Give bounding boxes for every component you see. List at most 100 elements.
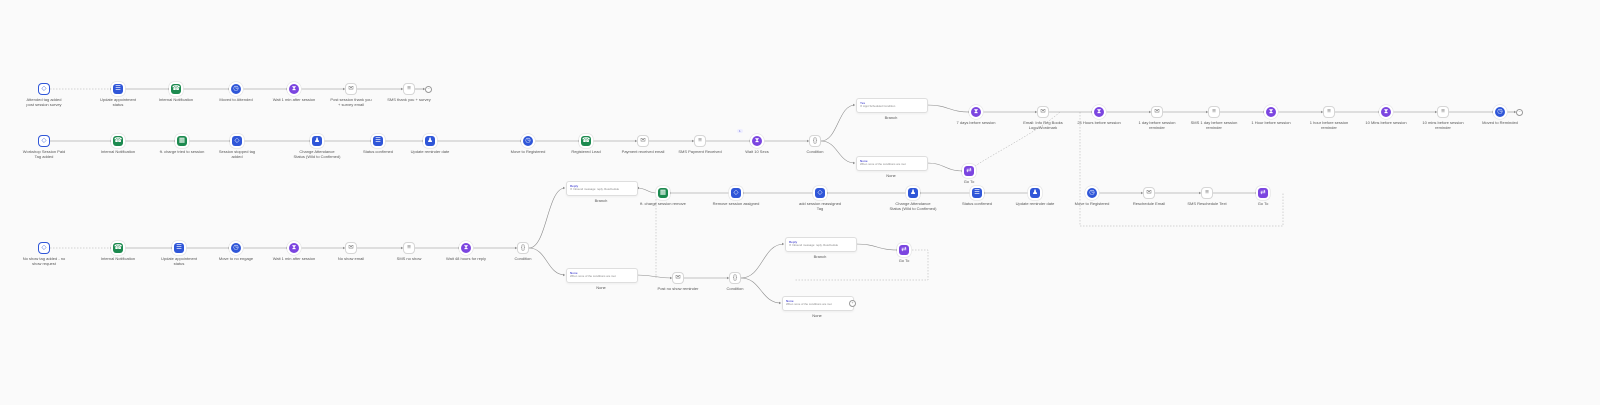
workflow-node[interactable]: ♟Update reminder date [985, 188, 1085, 207]
node-label: Reschedule Email [1132, 201, 1166, 206]
workflow-node[interactable]: ◷Moved to Reminded [1450, 107, 1550, 126]
node-label-line2: status [112, 101, 124, 107]
workflow-node[interactable]: ✉Payment received email [593, 136, 693, 155]
node-label: 10 Mins before session [1365, 120, 1407, 125]
workflow-node[interactable]: ≡SMS Reschedule Text [1157, 188, 1257, 207]
workflow-node[interactable]: ⧗10 Mins before session [1336, 107, 1436, 126]
tag-icon: ◇ [232, 136, 242, 146]
users-icon: ♟ [312, 136, 322, 146]
workflow-node[interactable]: ☰Status confirmed [328, 136, 428, 155]
node-label: Workshop Session Paid [22, 149, 66, 154]
workflow-node[interactable]: ◷Move to Registered [478, 136, 578, 155]
mail-icon: ✉ [346, 84, 356, 94]
node-label: Move to Registered [1074, 201, 1110, 206]
workflow-node[interactable]: ◷Move to Registered [1042, 188, 1142, 207]
workflow-node[interactable]: ⧗1 Hour before session [1221, 107, 1321, 126]
workflow-node[interactable]: ◷Moved to Attended [186, 84, 286, 103]
node-label: Status confirmed [362, 149, 393, 154]
form-icon: ☰ [174, 243, 184, 253]
workflow-node[interactable]: ▦ft. charge tried to session [132, 136, 232, 155]
workflow-node[interactable]: ✉Post no show reminder [628, 273, 728, 292]
goto-icon: ⇄ [1258, 188, 1268, 198]
workflow-node[interactable]: ⧗Wait 48 hours for reply [416, 243, 516, 262]
workflow-node[interactable]: ☰Status confirmed [927, 188, 1027, 207]
workflow-node[interactable]: ▦ft. charge session remove [613, 188, 713, 207]
node-label: Go To [963, 179, 975, 184]
node-label: 1 day before session [1138, 120, 1176, 125]
workflow-node[interactable]: ☎Internal Notification [68, 243, 168, 262]
node-label-line2: reminder [1149, 124, 1165, 130]
workflow-node[interactable]: ✉No show email [301, 243, 401, 262]
timer-icon: ⧗ [1094, 107, 1104, 117]
connection-line [528, 187, 566, 249]
branch-tag: Reply [789, 239, 798, 244]
workflow-node[interactable]: {}Condition [473, 243, 573, 262]
phone-icon: ☎ [171, 84, 181, 94]
workflow-node[interactable]: ⇄Go To [919, 166, 1019, 185]
node-label-line2: added [231, 153, 243, 159]
workflow-node[interactable]: {}Condition [685, 273, 785, 292]
workflow-node[interactable]: ≡SMS Payment Received [650, 136, 750, 155]
workflow-node[interactable]: ≡SMS no show [359, 243, 459, 262]
connection-arrow [563, 186, 565, 190]
node-label: Wait 1 min after session [272, 256, 316, 261]
workflow-node[interactable]: ⇄Go To [854, 245, 954, 264]
workflow-node[interactable]: ☎Internal Notification [68, 136, 168, 155]
end-node-icon[interactable]: − [1516, 109, 1523, 116]
workflow-node[interactable]: ◇Remove session assigned [686, 188, 786, 207]
workflow-node[interactable]: ≡SMS thank you + survey [359, 84, 459, 103]
workflow-node[interactable]: ⇄ Go To [1213, 188, 1313, 207]
branch-condition: If: Appt Scheduled Condition [860, 104, 896, 108]
end-node-icon[interactable]: + [849, 300, 856, 307]
workflow-node[interactable]: ⧗ Wait 1 min after session [244, 243, 344, 262]
workflow-node[interactable]: ⧗7 days before session [926, 107, 1026, 126]
timer-icon: ⧗ [289, 84, 299, 94]
workflow-node[interactable]: ☎Registered Lead [536, 136, 636, 155]
workflow-node[interactable]: ◷Move to no engage [186, 243, 286, 262]
branch-condition: If: Inbound message: reply. Reschedule [570, 187, 620, 191]
workflow-node[interactable]: ⧗24 Hours before session [1049, 107, 1149, 126]
workflow-node[interactable]: ⧗Wait 10 Secs [707, 136, 807, 155]
node-label: Update reminder date [1015, 201, 1055, 206]
workflow-node[interactable]: ✉Reschedule Email [1099, 188, 1199, 207]
node-label: Go To [1257, 201, 1269, 206]
chat-icon: ≡ [1324, 107, 1334, 117]
workflow-node[interactable]: ✉Post session thank you+ survey email [301, 84, 401, 107]
workflow-node[interactable]: {}Condition [765, 136, 865, 155]
mail-icon: ✉ [1038, 107, 1048, 117]
branch-label: Branch [813, 254, 827, 259]
node-label-line2: show request [32, 260, 56, 266]
workflow-node[interactable]: ♟Update reminder date [380, 136, 480, 155]
mail-icon: ✉ [346, 243, 356, 253]
timer-icon: ⧗ [289, 243, 299, 253]
node-label: Registered Lead [571, 149, 601, 154]
phone-icon: ☎ [113, 243, 123, 253]
clock-icon: ◷ [1495, 107, 1505, 117]
workflow-node[interactable]: ☎Internal Notification [126, 84, 226, 103]
node-label: Move to no engage [218, 256, 254, 261]
end-node-icon[interactable]: − [425, 86, 432, 93]
form-icon: ☰ [113, 84, 123, 94]
workflow-node[interactable]: ⧗Wait 1 min after session [244, 84, 344, 103]
